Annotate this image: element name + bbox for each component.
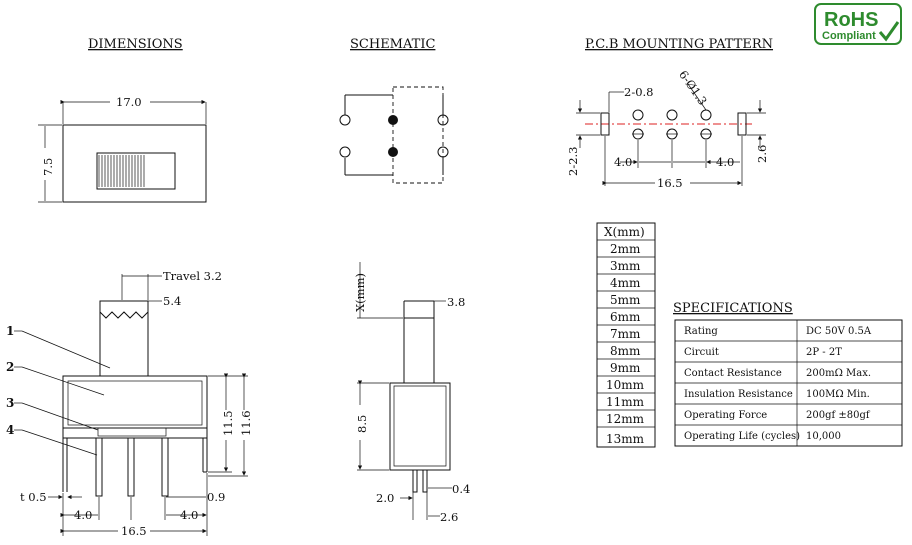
- terminal-circle: [339, 146, 351, 158]
- top-height-label: 7.5: [41, 158, 55, 176]
- x-table-cell: 5mm: [610, 293, 641, 307]
- spec-label: Operating Force: [684, 410, 767, 421]
- checkmark-icon: [878, 21, 900, 42]
- specifications-table: SPECIFICATIONS Rating DC 50V 0.5A Circui…: [673, 301, 903, 447]
- pcb-header: P.C.B MOUNTING PATTERN: [585, 37, 773, 52]
- front-width-38: 3.8: [447, 295, 465, 309]
- pcb-row-pitch: 2.6: [755, 145, 769, 163]
- x-table-cell: 8mm: [610, 344, 641, 358]
- pcb-hole-diameter: 6-Ø1.3: [676, 68, 710, 108]
- x-table-cell: 2mm: [610, 242, 641, 256]
- spec-value: DC 50V 0.5A: [806, 326, 872, 337]
- pcb-pitch-left: 4.0: [614, 155, 632, 169]
- spec-label: Circuit: [684, 347, 719, 358]
- spec-value: 200gf ±80gf: [806, 410, 871, 421]
- spec-value: 100MΩ Min.: [806, 389, 870, 400]
- spec-label: Rating: [684, 326, 718, 337]
- specifications-header: SPECIFICATIONS: [673, 301, 793, 316]
- x-table-cell: 13mm: [606, 432, 645, 446]
- callout-3: 3: [6, 396, 14, 410]
- x-length-table: X(mm) 2mm 3mm 4mm 5mm 6mm 7mm 8mm 9mm 10…: [596, 222, 656, 448]
- pcb-pitch-right: 4.0: [716, 155, 734, 169]
- rohs-subtitle: Compliant: [822, 30, 876, 42]
- front-width-20: 2.0: [376, 491, 394, 505]
- spec-label: Contact Resistance: [684, 368, 782, 379]
- terminal-dot: [388, 115, 398, 125]
- pcb-pattern: 2-0.8 6-Ø1.3 2-2.3 2.6 4.0 4.0 16.5: [566, 68, 769, 190]
- front-height-label: 8.5: [355, 415, 369, 433]
- x-table-cell: 9mm: [610, 361, 641, 375]
- front-width-26: 2.6: [440, 510, 458, 524]
- x-table-cell: 3mm: [610, 259, 641, 273]
- pcb-total-width: 16.5: [657, 176, 683, 190]
- front-x-label: X(mm): [353, 273, 367, 312]
- rohs-title: RoHS: [824, 9, 878, 31]
- terminal-circle: [437, 114, 449, 126]
- side-total-width: 16.5: [121, 524, 147, 538]
- callout-2: 2: [6, 360, 14, 374]
- spec-value: 2P - 2T: [806, 347, 842, 358]
- front-width-04: 0.4: [452, 482, 470, 496]
- thickness-label: t 0.5: [20, 490, 47, 504]
- x-table-cell: 4mm: [610, 276, 641, 290]
- x-table-cell: 7mm: [610, 327, 641, 341]
- terminal-circle: [437, 146, 449, 158]
- side-pitch-left: 4.0: [74, 508, 92, 522]
- top-view: 17.0 7.5: [38, 95, 207, 203]
- side-height-115: 11.5: [221, 410, 235, 436]
- rohs-badge: RoHS Compliant: [814, 3, 902, 45]
- side-height-116: 11.6: [239, 410, 253, 436]
- dimensions-header: DIMENSIONS: [88, 37, 183, 52]
- x-table-header: X(mm): [604, 225, 645, 239]
- x-table-cell: 10mm: [606, 378, 645, 392]
- front-view: X(mm) 8.5 3.8 2.0 0.4 2.6: [353, 262, 470, 524]
- spec-value: 10,000: [806, 431, 841, 442]
- x-table-cell: 6mm: [610, 310, 641, 324]
- side-view: Travel 3.2 5.4 11.5 11.6 1 2 3 4: [6, 269, 253, 538]
- travel-label: Travel 3.2: [163, 269, 222, 283]
- actuator-width-label: 5.4: [163, 294, 181, 308]
- top-width-label: 17.0: [116, 95, 142, 109]
- pcb-slot-height: 2-2.3: [566, 147, 580, 177]
- callout-1: 1: [6, 324, 14, 338]
- spec-label: Operating Life (cycles): [684, 431, 800, 442]
- pcb-slot-width: 2-0.8: [624, 85, 654, 99]
- schematic: [339, 86, 449, 184]
- spec-label: Insulation Resistance: [684, 389, 793, 400]
- x-table-cell: 12mm: [606, 412, 645, 426]
- terminal-dot: [388, 147, 398, 157]
- terminal-circle: [339, 114, 351, 126]
- callout-4: 4: [6, 423, 14, 437]
- pin-width-label: 0.9: [207, 490, 225, 504]
- spec-value: 200mΩ Max.: [806, 368, 871, 379]
- schematic-header: SCHEMATIC: [350, 37, 435, 52]
- x-table-cell: 11mm: [606, 395, 645, 409]
- side-pitch-right: 4.0: [180, 508, 198, 522]
